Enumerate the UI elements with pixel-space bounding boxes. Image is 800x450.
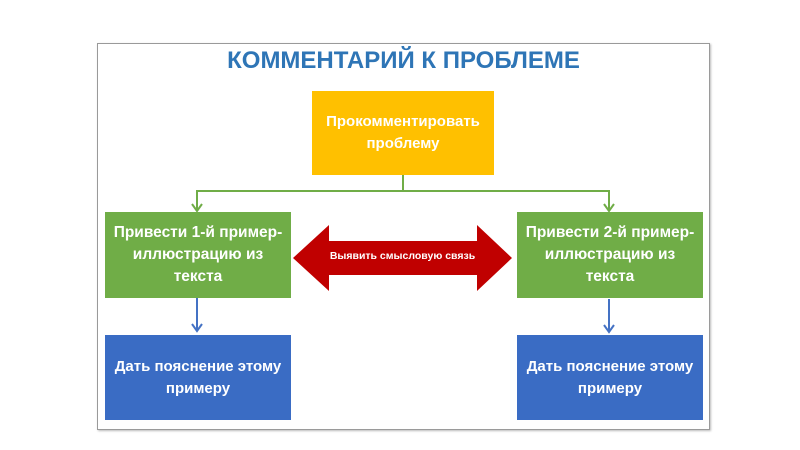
double-arrow-link: [293, 225, 512, 291]
node-explain-1: Дать пояснение этому примеру: [105, 335, 291, 420]
node-example-2: Привести 2-й пример-иллюстрацию из текст…: [517, 212, 703, 298]
node-comment-problem: Прокомментировать проблему: [312, 91, 494, 175]
blue-arrow-left: [191, 298, 203, 333]
node-example-1: Привести 1-й пример-иллюстрацию из текст…: [105, 212, 291, 298]
link-label: Выявить смысловую связь: [329, 250, 476, 262]
green-connector: [191, 175, 615, 213]
node-explain-2: Дать пояснение этому примеру: [517, 335, 703, 420]
diagram-title: КОММЕНТАРИЙ К ПРОБЛЕМЕ: [227, 47, 580, 74]
blue-arrow-right: [603, 299, 615, 334]
